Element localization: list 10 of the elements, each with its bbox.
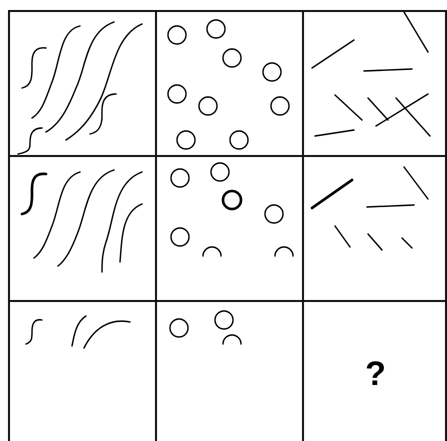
question-mark: ? bbox=[365, 356, 386, 390]
grid-cell bbox=[8, 300, 155, 441]
grid-cell bbox=[302, 300, 447, 441]
grid-cell bbox=[155, 10, 302, 155]
grid-cell bbox=[155, 300, 302, 441]
grid-cell bbox=[302, 155, 447, 300]
grid-cell bbox=[8, 10, 155, 155]
grid-cell bbox=[155, 155, 302, 300]
grid-cell bbox=[8, 155, 155, 300]
grid-cell bbox=[302, 10, 447, 155]
